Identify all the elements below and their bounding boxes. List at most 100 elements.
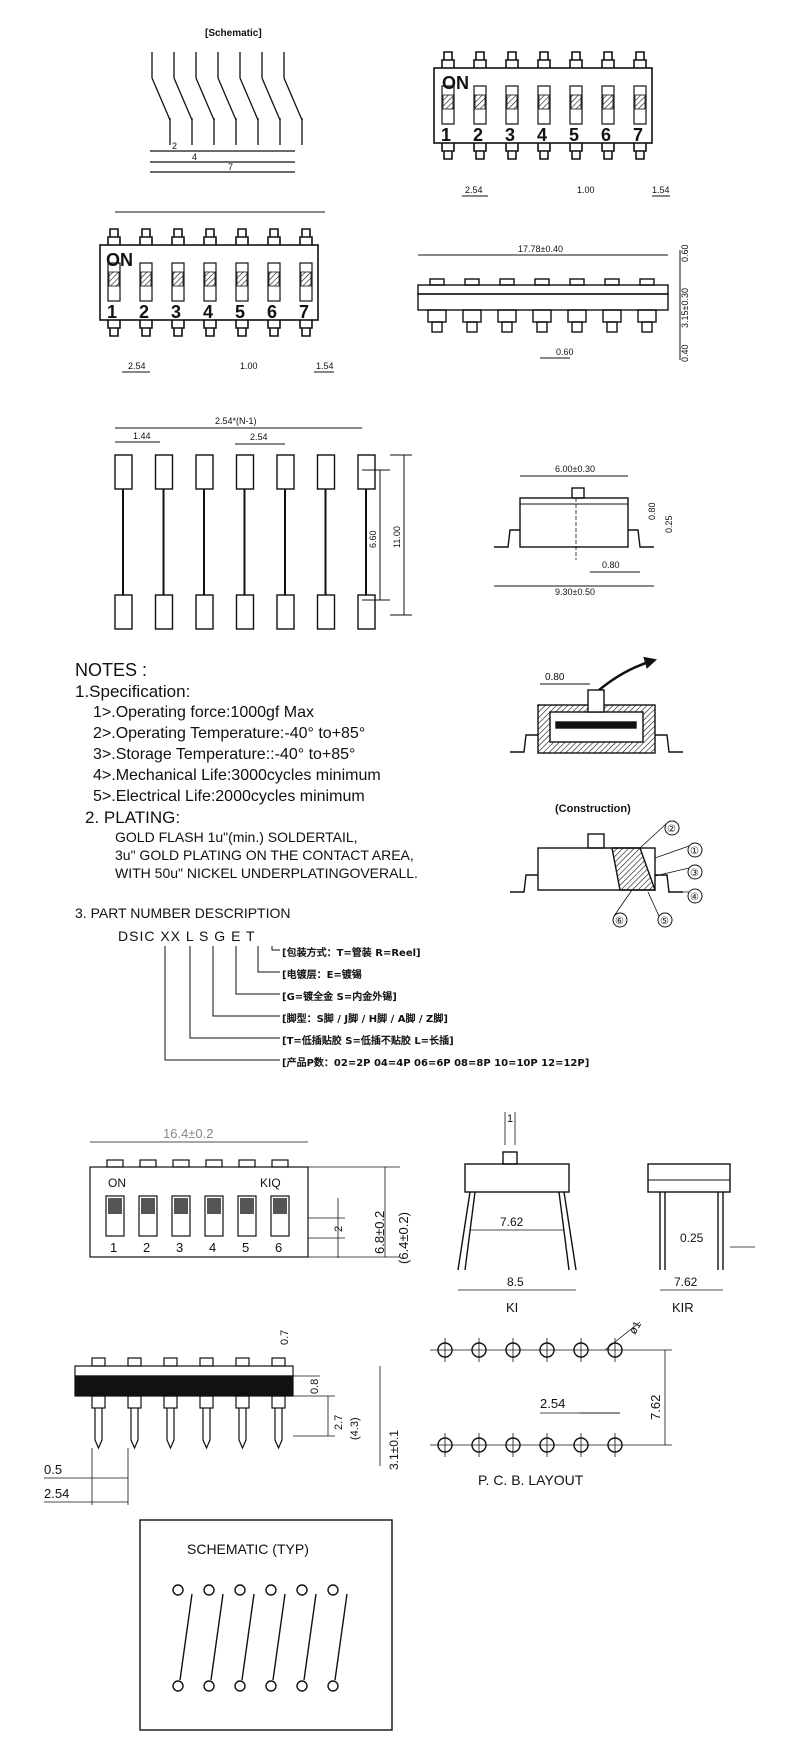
spec-title: 1.Specification: bbox=[75, 682, 191, 701]
ki-view: 1 7.62 8.5 KI bbox=[457, 1112, 577, 1315]
switch-left-pitch: 2.54 bbox=[128, 361, 146, 371]
schematic-top-dim-2: 2 bbox=[172, 141, 177, 151]
switch-number: 2 bbox=[473, 125, 483, 145]
dip-side-pin: 2.7 bbox=[333, 1415, 345, 1430]
switch-right-edge: 1.54 bbox=[652, 185, 670, 195]
dip6-brand: KIQ bbox=[260, 1176, 281, 1190]
plating-title: 2. PLATING: bbox=[85, 808, 181, 827]
schematic-top: [Schematic] 2 4 7 bbox=[150, 28, 303, 173]
kir-label: KIR bbox=[672, 1300, 694, 1315]
end-view-lead: 0.80 bbox=[602, 560, 620, 570]
switch-left-gap: 1.00 bbox=[240, 361, 258, 371]
switch-number: 5 bbox=[569, 125, 579, 145]
ki-pin: 1 bbox=[507, 1113, 513, 1125]
end-view: 6.00±0.30 0.80 0.25 0.80 9.30±0.50 bbox=[494, 464, 674, 597]
switch-number: 3 bbox=[505, 125, 515, 145]
part-number-desc: [产品P数：02=2P 04=4P 06=6P 08=8P 10=10P 12=… bbox=[282, 1058, 590, 1069]
dip6-on-label: ON bbox=[108, 1176, 126, 1190]
notes-block: NOTES : 1.Specification: 1>.Operating fo… bbox=[75, 660, 515, 882]
switch-number: 4 bbox=[537, 125, 547, 145]
dip6-number: 4 bbox=[209, 1240, 216, 1255]
pcb-label: P. C. B. LAYOUT bbox=[478, 1472, 584, 1488]
spec-item: 4>.Mechanical Life:3000cycles minimum bbox=[93, 767, 381, 784]
dip6-number: 1 bbox=[110, 1240, 117, 1255]
switch-number: 5 bbox=[235, 302, 245, 322]
part-number-desc: [包装方式：T=管装 R=Reel] bbox=[282, 948, 421, 959]
side-view-h3: 0.40 bbox=[680, 344, 690, 362]
pcb-layout: ø1 2.54 7.62 P. C. B. LAYOUT bbox=[430, 1319, 672, 1488]
kir-width: 7.62 bbox=[674, 1275, 698, 1289]
pad-layout-pitch: 2.54 bbox=[250, 432, 268, 442]
kir-thick: 0.25 bbox=[680, 1231, 704, 1245]
dip-side-pin-alt: (4.3) bbox=[349, 1417, 361, 1440]
part-number-desc: [脚型：S脚 / J脚 / H脚 / A脚 / Z脚] bbox=[282, 1014, 448, 1025]
switch-number: 2 bbox=[139, 302, 149, 322]
switch-right-gap: 1.00 bbox=[577, 185, 595, 195]
plating-line: WITH 50u" NICKEL UNDERPLATINGOVERALL. bbox=[115, 865, 418, 881]
construction-title: (Construction) bbox=[555, 803, 631, 815]
pad-layout-span: 2.54*(N-1) bbox=[215, 416, 257, 426]
switch-left-on-label: ON bbox=[106, 250, 133, 270]
dip6-slot: 2 bbox=[333, 1226, 345, 1232]
pad-layout: 2.54*(N-1) 1.44 2.54 6.60 11.00 bbox=[114, 416, 412, 630]
pad-layout-inner: 6.60 bbox=[368, 530, 378, 548]
dip6-number: 6 bbox=[275, 1240, 282, 1255]
part-number-desc: [电镀层：E=镀锡 bbox=[282, 970, 362, 981]
switch-number: 3 bbox=[171, 302, 181, 322]
side-view-length: 17.78±0.40 bbox=[518, 244, 563, 254]
side-view-lead: 0.60 bbox=[556, 347, 574, 357]
end-view-top: 0.80 bbox=[647, 502, 657, 520]
spec-item: 3>.Storage Temperature::-40° to+85° bbox=[93, 746, 356, 763]
construction-part: ⑥ bbox=[615, 916, 624, 927]
spec-item: 2>.Operating Temperature:-40° to+85° bbox=[93, 725, 366, 742]
dip-side-top: 0.7 bbox=[279, 1330, 291, 1345]
schematic-top-dim-4: 4 bbox=[192, 152, 197, 162]
dip6-width: 16.4±0.2 bbox=[163, 1126, 214, 1141]
switch-number: 1 bbox=[441, 125, 451, 145]
dip6-number: 2 bbox=[143, 1240, 150, 1255]
dip-side-view: 0.7 0.8 2.7 (4.3) 3.1±0.1 0.5 2.54 bbox=[44, 1330, 401, 1505]
schematic-top-dim-7: 7 bbox=[228, 162, 233, 172]
dip6-height-alt: (6.4±0.2) bbox=[396, 1212, 411, 1264]
ki-label: KI bbox=[506, 1300, 518, 1315]
schematic-typ-title: SCHEMATIC (TYP) bbox=[187, 1541, 309, 1557]
kir-view: 0.25 7.62 KIR bbox=[647, 1163, 755, 1315]
dip-side-pitch: 2.54 bbox=[44, 1486, 69, 1501]
construction-part: ② bbox=[667, 824, 676, 835]
side-view-h2: 3.15±0.30 bbox=[680, 288, 690, 328]
ki-inner: 7.62 bbox=[500, 1215, 524, 1229]
switch-number: 7 bbox=[633, 125, 643, 145]
part-number-title: 3. PART NUMBER DESCRIPTION bbox=[75, 905, 291, 921]
construction-part: ③ bbox=[690, 868, 699, 879]
switch-number: 4 bbox=[203, 302, 213, 322]
dip-side-body: 0.8 bbox=[309, 1379, 321, 1394]
switch-left-edge: 1.54 bbox=[316, 361, 334, 371]
schematic-top-title: [Schematic] bbox=[205, 28, 262, 39]
plating-line: 3u" GOLD PLATING ON THE CONTACT AREA, bbox=[115, 847, 414, 863]
switch-right-on-label: ON bbox=[442, 73, 469, 93]
end-view-overall: 9.30±0.50 bbox=[555, 587, 595, 597]
pcb-row: 7.62 bbox=[648, 1395, 663, 1420]
dip-side-lead: 0.5 bbox=[44, 1462, 62, 1477]
part-number-code: DSIC XX L S G E T bbox=[118, 928, 256, 944]
dip-side-total: 3.1±0.1 bbox=[387, 1430, 401, 1470]
part-number-desc: [T=低插贴胶 S=低插不贴胶 L=长插] bbox=[282, 1036, 454, 1047]
end-view-width: 6.00±0.30 bbox=[555, 464, 595, 474]
section-view: 0.80 bbox=[510, 656, 683, 754]
construction-part: ④ bbox=[690, 892, 699, 903]
side-view: 17.78±0.40 0.60 3.15±0.30 0.40 0.60 bbox=[417, 244, 690, 362]
pcb-pitch: 2.54 bbox=[540, 1396, 565, 1411]
spec-item: 1>.Operating force:1000gf Max bbox=[93, 704, 315, 721]
construction-part: ⑤ bbox=[660, 916, 669, 927]
switch-number: 6 bbox=[601, 125, 611, 145]
dip6-height: 6.8±0.2 bbox=[372, 1211, 387, 1254]
ki-outer: 8.5 bbox=[507, 1275, 524, 1289]
switch-number: 1 bbox=[107, 302, 117, 322]
spec-item: 5>.Electrical Life:2000cycles minimum bbox=[93, 788, 365, 805]
dip6-number: 3 bbox=[176, 1240, 183, 1255]
